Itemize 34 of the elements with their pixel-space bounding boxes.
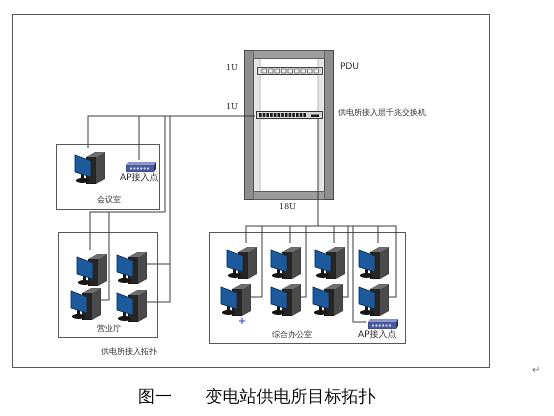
- device-label: AP接入点: [120, 174, 159, 183]
- computer-icon: [74, 150, 106, 184]
- room-label: 营业厅: [97, 325, 121, 333]
- computer-icon: [312, 282, 344, 316]
- router-icon: [368, 319, 398, 329]
- router-icon: [126, 162, 156, 172]
- room-panel: [56, 144, 160, 210]
- device-label: AP接入点: [358, 331, 397, 340]
- device-label: 供电所接入层千兆交换机: [338, 109, 426, 117]
- computer-icon: [70, 286, 102, 320]
- network-switch-icon: [256, 111, 323, 119]
- computer-icon: [314, 245, 346, 279]
- device-label: PDU: [340, 63, 359, 72]
- computer-icon: [76, 252, 108, 286]
- unit-label: 18U: [279, 203, 296, 211]
- power-strip-icon: [257, 67, 323, 75]
- computer-icon: [116, 250, 148, 284]
- room-label: 综合办公室: [272, 331, 312, 339]
- computer-icon: [116, 288, 148, 322]
- computer-icon: [358, 245, 390, 279]
- room-panel: [209, 232, 406, 344]
- panel-title: 供电所接入拓扑: [101, 348, 157, 356]
- computer-icon: [358, 282, 390, 316]
- figure-caption: 图一 变电站供电所目标拓扑: [138, 389, 376, 406]
- room-label: 会议室: [97, 196, 121, 204]
- unit-label: 1U: [226, 103, 238, 111]
- frame-panel: [12, 14, 490, 368]
- computer-icon: [270, 245, 302, 279]
- computer-icon: [270, 282, 302, 316]
- computer-icon: [226, 245, 258, 279]
- unit-label: 1U: [226, 64, 238, 72]
- paragraph-mark: ↵: [532, 366, 540, 376]
- computer-icon: [220, 282, 252, 316]
- room-panel: [58, 232, 158, 338]
